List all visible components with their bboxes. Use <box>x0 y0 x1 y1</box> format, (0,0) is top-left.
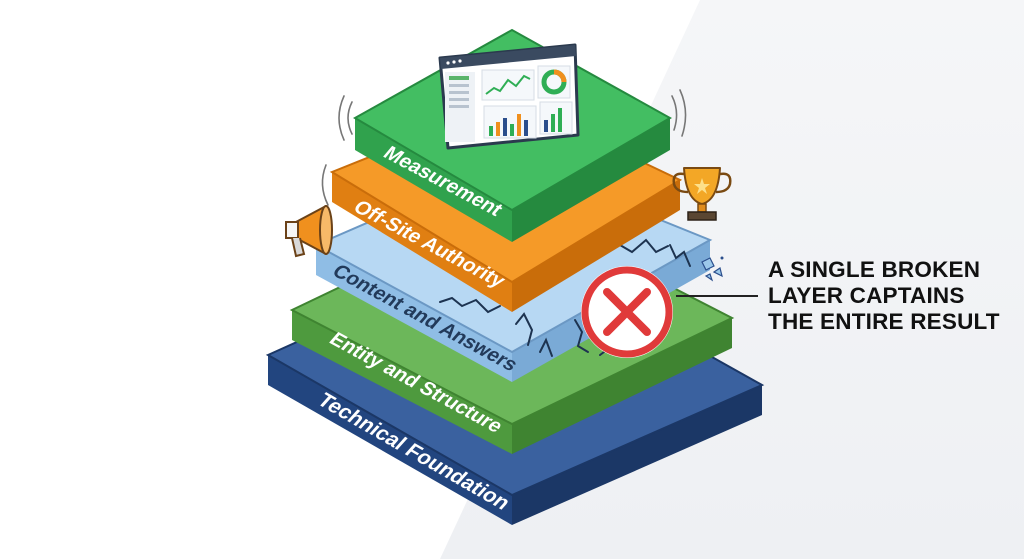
vibration-lines <box>321 89 687 206</box>
callout-line-2: LAYER CAPTAINS <box>768 283 965 308</box>
callout-line-3: THE ENTIRE RESULT <box>768 309 1000 334</box>
dashboard-icon <box>438 43 580 150</box>
trophy-icon <box>672 167 732 221</box>
debris-icon <box>701 256 724 282</box>
callout-text: A SINGLE BROKEN LAYER CAPTAINS THE ENTIR… <box>768 257 1008 335</box>
callout-line-1: A SINGLE BROKEN <box>768 257 981 282</box>
error-x-icon <box>581 266 673 358</box>
megaphone-icon <box>285 205 333 258</box>
